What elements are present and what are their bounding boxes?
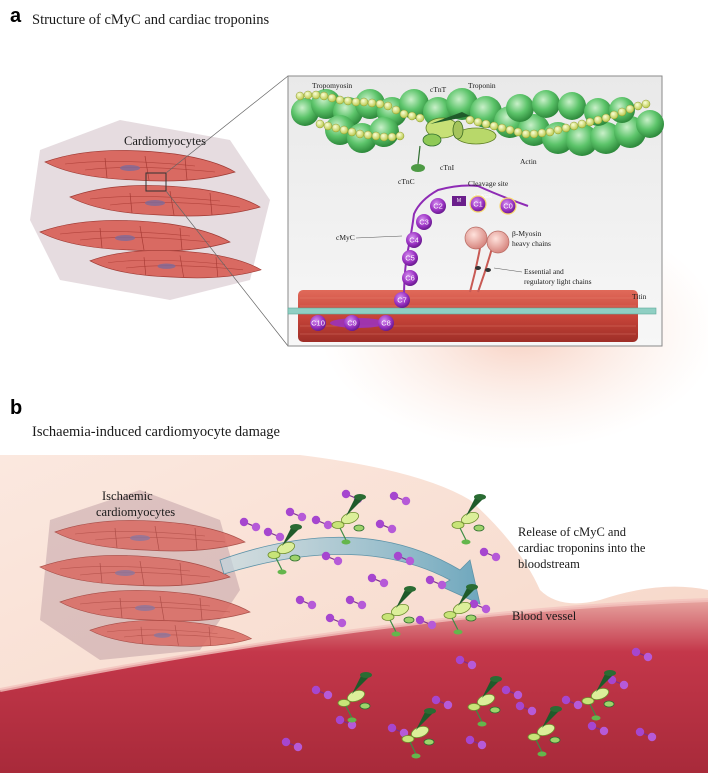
release-text-2: cardiac troponins into the (518, 541, 646, 555)
label-ctnc: cTnC (398, 177, 415, 186)
domain-c7: C7 (394, 292, 410, 308)
label-linker: LINKER (474, 194, 492, 200)
domain-c4: C4 (406, 232, 422, 248)
blood-vessel (0, 600, 708, 773)
tropomyosin-strand (295, 90, 651, 142)
label-ctni: cTnI (440, 163, 455, 172)
cleavage-band (452, 196, 466, 206)
domain-label-c2: C2 (433, 202, 443, 211)
domain-c1: C1 (469, 195, 487, 213)
zoom-box (145, 172, 167, 192)
label-troponin: Troponin (468, 81, 496, 90)
myosin-heads (464, 226, 510, 293)
domain-label-c9: C9 (347, 319, 357, 328)
release-text-3: bloodstream (518, 557, 580, 571)
domain-c6: C6 (402, 270, 418, 286)
panel-b: b Ischaemia-induced cardiomyocyte damage… (0, 397, 708, 773)
panel-b-letter: b (10, 397, 22, 419)
domain-label-c0: C0 (503, 202, 513, 211)
label-cmyc: cMyC (336, 233, 355, 242)
ischaemic-cell-cluster (39, 490, 252, 660)
label-myosin-1: β-Myosin (512, 229, 541, 238)
panel-b-title: Ischaemia-induced cardiomyocyte damage (32, 424, 280, 440)
domain-c10: C10 (310, 315, 326, 331)
label-myosin-2: heavy chains (512, 239, 551, 248)
cardiomyocyte-cluster (30, 75, 289, 347)
ischaemic-label-2: cardiomyocytes (96, 505, 175, 519)
label-light-chains-1: Essential and (524, 267, 564, 276)
domain-label-c1: C1 (473, 200, 483, 209)
zoom-line-bottom (165, 190, 289, 347)
label-titin: Titin (632, 292, 647, 301)
domain-c8: C8 (378, 315, 394, 331)
release-arrow (219, 536, 481, 605)
domain-c9: C9 (344, 315, 360, 331)
domain-c3: C3 (416, 214, 432, 230)
domain-label-c3: C3 (419, 218, 429, 227)
label-ctnt: cTnT (430, 85, 447, 94)
domain-label-c4: C4 (409, 236, 419, 245)
blood-vessel-label: Blood vessel (512, 609, 577, 623)
label-actin: Actin (520, 157, 537, 166)
domain-c2: C2 (430, 198, 446, 214)
domain-c5: C5 (402, 250, 418, 266)
release-text-1: Release of cMyC and (518, 525, 627, 539)
label-m-motif: M (457, 198, 461, 204)
ischaemic-label-1: Ischaemic (102, 489, 153, 503)
domain-label-c5: C5 (405, 254, 415, 263)
domain-label-c10: C10 (311, 319, 325, 328)
label-tropomyosin: Tropomyosin (312, 81, 352, 90)
label-cleavage-site: Cleavage site (468, 179, 509, 188)
domain-label-c7: C7 (397, 296, 407, 305)
domain-label-c8: C8 (381, 319, 391, 328)
troponin-complex (411, 112, 497, 172)
cardiomyocytes-label: Cardiomyocytes (124, 134, 206, 148)
titin-filament (287, 307, 657, 315)
panel-a: a Structure of cMyC and cardiac troponin… (10, 5, 708, 450)
domain-label-c6: C6 (405, 274, 415, 283)
zoom-line-top (165, 75, 289, 174)
panel-a-title: Structure of cMyC and cardiac troponins (32, 12, 270, 28)
panel-a-letter: a (10, 5, 22, 27)
label-light-chains-2: regulatory light chains (524, 277, 592, 286)
domain-c0: C0 (499, 197, 517, 215)
